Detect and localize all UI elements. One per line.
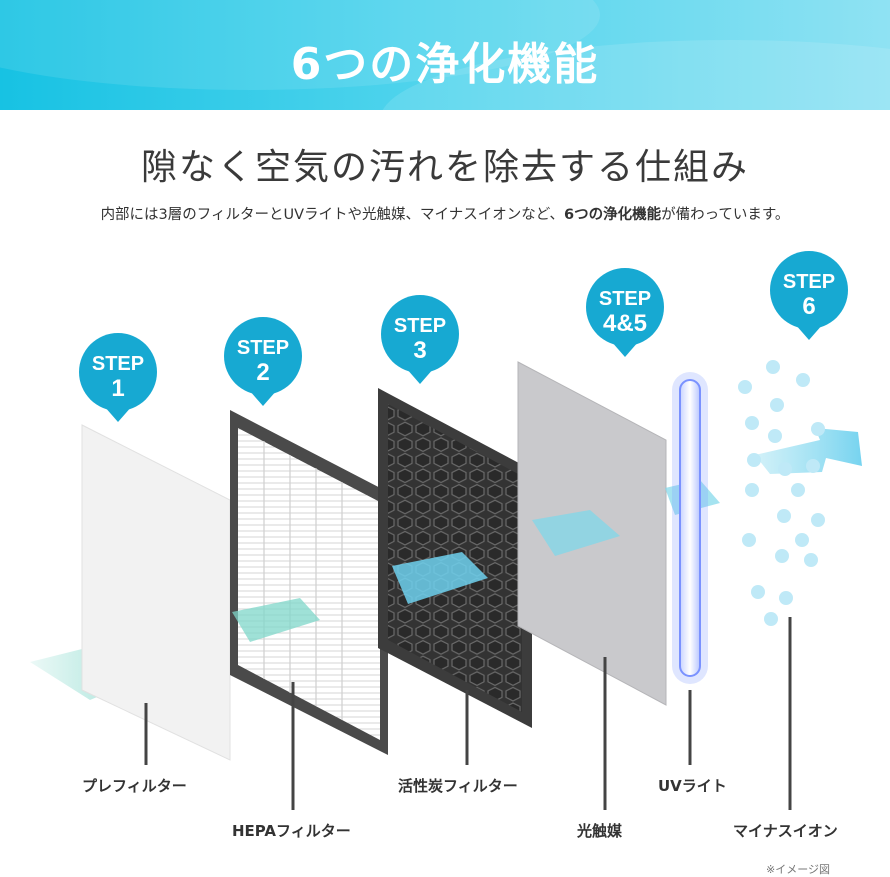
step-badge-1: STEP 1 — [79, 333, 157, 422]
step-4-5-label: STEP — [599, 288, 651, 310]
leader-lines — [144, 617, 792, 810]
step-1-number: 1 — [111, 375, 124, 402]
step-2-number: 2 — [256, 359, 269, 386]
ion-flow-arrow — [755, 428, 862, 474]
step-6-number: 6 — [802, 293, 815, 320]
description: 内部には3層のフィルターとUVライトや光触媒、マイナスイオンなど、6つの浄化機能… — [0, 203, 890, 224]
step-badge-4-5: STEP 4&5 — [586, 268, 664, 357]
step-2-label: STEP — [237, 337, 289, 359]
uv-light-tube — [679, 379, 701, 677]
hepa-filter-ribs — [263, 441, 343, 720]
label-photocatalyst: 光触媒 — [577, 822, 623, 840]
air-flow — [532, 510, 620, 556]
air-flow — [232, 598, 320, 642]
headline: 隙なく空気の汚れを除去する仕組み — [140, 147, 749, 188]
pre-filter-panel — [81, 424, 231, 761]
step-badge-3: STEP 3 — [381, 295, 459, 384]
minus-ion-dots — [738, 360, 825, 626]
label-carbon-filter: 活性炭フィルター — [398, 777, 518, 795]
step-badge-2: STEP 2 — [224, 317, 302, 406]
step-1-label: STEP — [92, 353, 144, 375]
air-flow — [392, 552, 488, 604]
label-uv-light: UVライト — [658, 777, 727, 795]
label-minus-ion: マイナスイオン — [733, 822, 838, 840]
step-3-number: 3 — [413, 337, 426, 364]
hepa-filter-media — [238, 428, 380, 740]
step-badge-6: STEP 6 — [770, 251, 848, 340]
image-note: ※イメージ図 — [766, 863, 830, 876]
label-hepa-filter: HEPAフィルター — [232, 822, 351, 840]
step-3-label: STEP — [394, 315, 446, 337]
description-highlight: 6つの浄化機能 — [564, 207, 662, 223]
step-4-5-number: 4&5 — [603, 310, 647, 337]
label-pre-filter: プレフィルター — [82, 777, 187, 795]
banner-title: 6つの浄化機能 — [290, 39, 600, 90]
step-6-label: STEP — [783, 271, 835, 293]
description-text-end: が備わっています。 — [661, 207, 790, 223]
header-banner: 6つの浄化機能 — [0, 0, 890, 110]
description-text: 内部には3層のフィルターとUVライトや光触媒、マイナスイオンなど、 — [100, 207, 565, 223]
